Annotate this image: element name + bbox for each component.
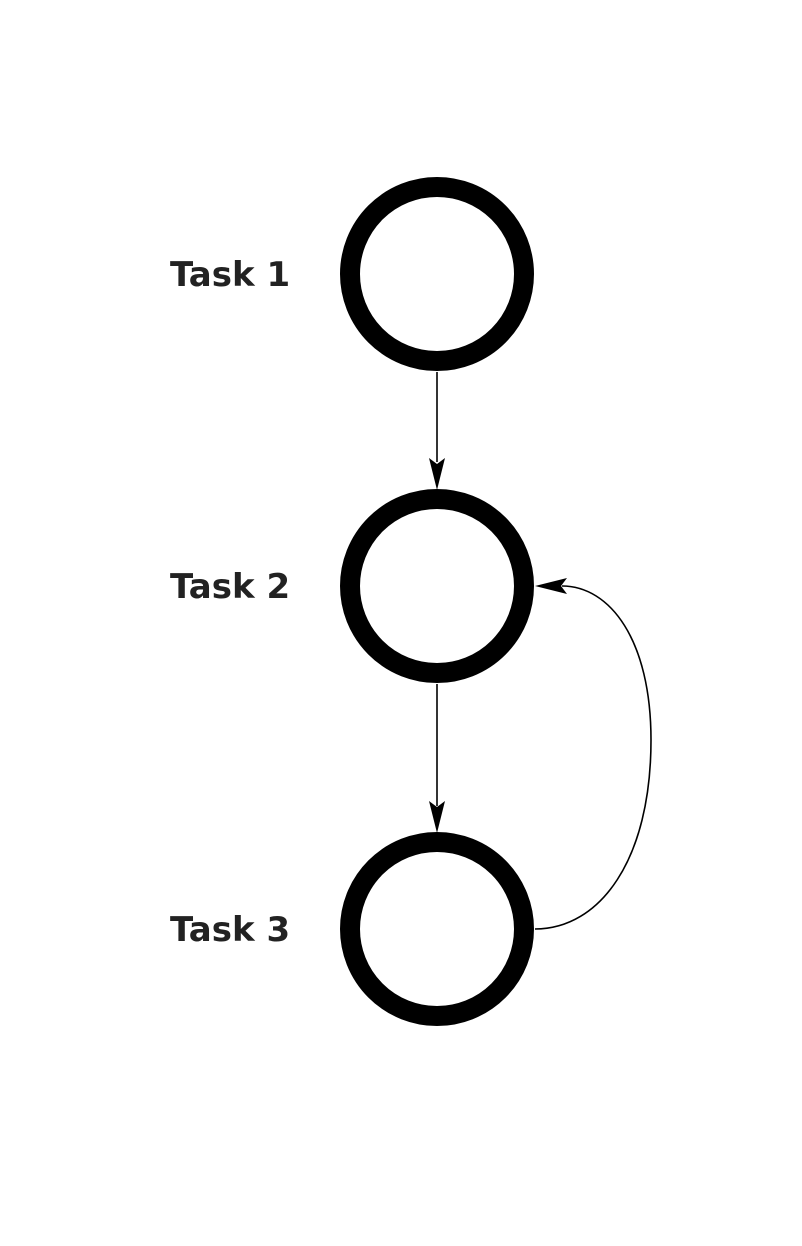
node-label: Task 1 — [170, 255, 290, 295]
edge-task3-to-task2 — [534, 578, 652, 930]
node-label: Task 2 — [170, 567, 290, 607]
arrowhead-icon — [429, 458, 445, 490]
node-task-2: Task 2 — [170, 489, 534, 683]
node-task-3: Task 3 — [170, 832, 534, 1026]
edge-task2-to-task3 — [429, 684, 445, 833]
arrowhead-icon — [429, 801, 445, 833]
node-circle — [340, 489, 534, 683]
edge-task1-to-task2 — [429, 372, 445, 490]
node-circle — [340, 832, 534, 1026]
node-circle — [340, 177, 534, 371]
node-label: Task 3 — [170, 910, 290, 950]
edge-curve — [534, 585, 652, 930]
arrowhead-icon — [535, 578, 567, 594]
node-task-1: Task 1 — [170, 177, 534, 371]
